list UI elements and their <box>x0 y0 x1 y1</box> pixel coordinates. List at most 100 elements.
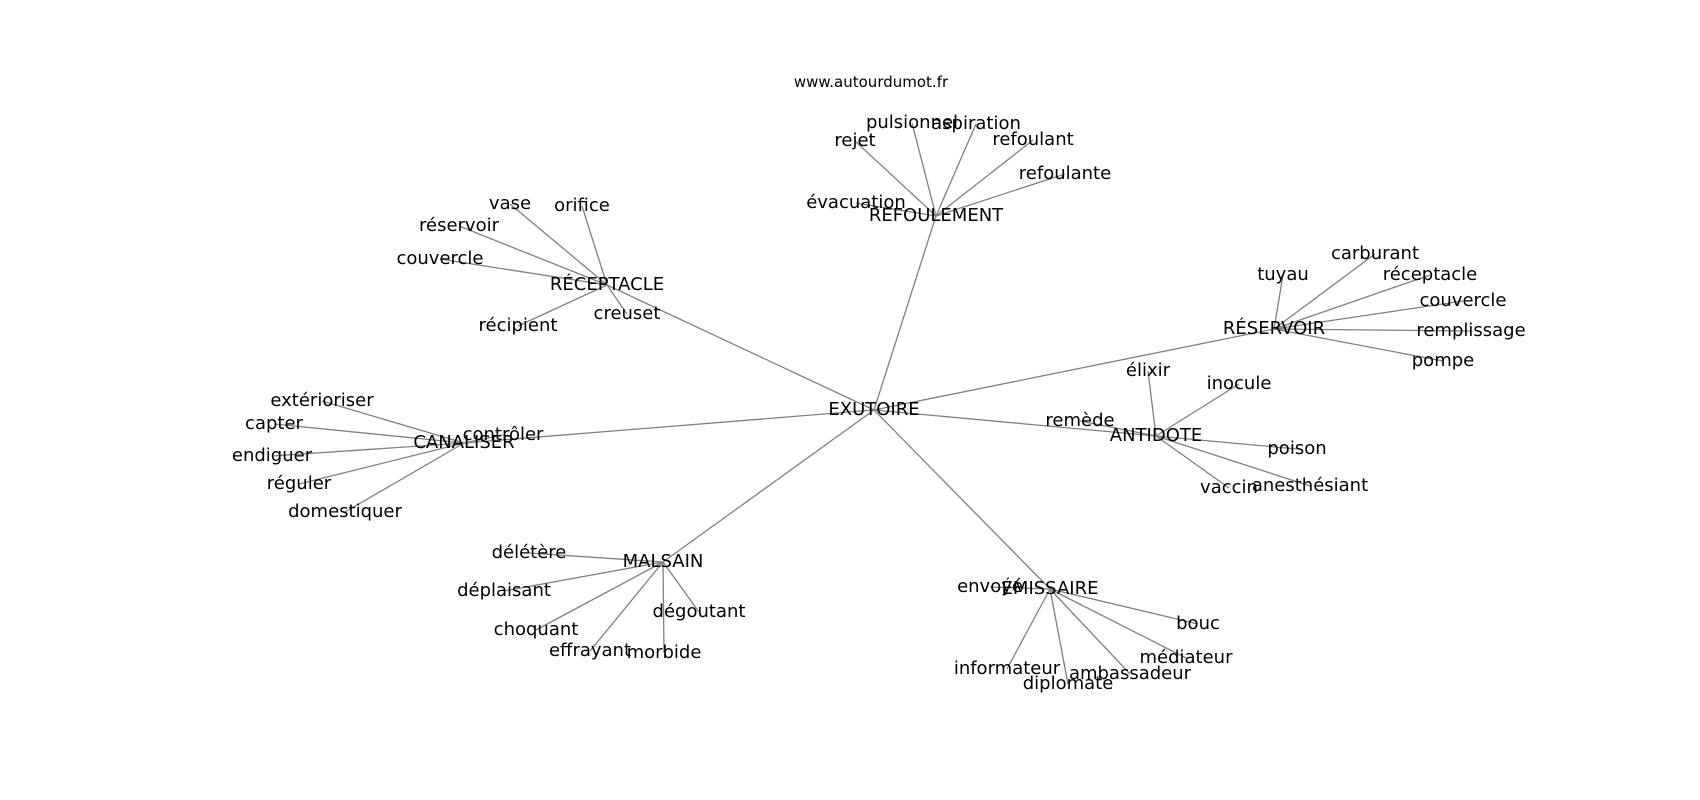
edge-3-4 <box>1155 435 1311 487</box>
leaf-node[interactable]: aspiration <box>931 113 1021 134</box>
edge-4-5 <box>344 442 465 513</box>
leaf-node[interactable]: ambassadeur <box>1069 663 1192 684</box>
edge-2-5 <box>1273 328 1444 362</box>
leaf-node[interactable]: inocule <box>1207 373 1272 394</box>
edge-4-4 <box>298 442 465 485</box>
hub-node[interactable]: MALSAIN <box>623 551 704 572</box>
edge-5-5 <box>662 561 700 613</box>
edge-1-4 <box>517 284 608 327</box>
edge-2-2 <box>1273 274 1431 330</box>
edge-6-0 <box>989 586 1051 590</box>
edge-0-1 <box>911 122 937 217</box>
edge-center-2 <box>873 328 1275 411</box>
edge-6-2 <box>1049 588 1187 659</box>
edge-5-3 <box>589 561 664 652</box>
edge-0-0 <box>854 140 937 217</box>
edge-2-0 <box>1273 274 1284 330</box>
leaf-node[interactable]: capter <box>245 413 303 434</box>
leaf-node[interactable]: poison <box>1267 438 1326 459</box>
edge-1-3 <box>439 258 608 286</box>
graph-edges <box>271 122 1472 685</box>
site-url: www.autourdumot.fr <box>794 73 949 91</box>
leaf-node[interactable]: informateur <box>954 658 1061 679</box>
leaf-node[interactable]: effrayant <box>549 640 631 661</box>
leaf-node[interactable]: choquant <box>494 619 579 640</box>
leaf-node[interactable]: orifice <box>554 195 610 216</box>
leaf-node[interactable]: pompe <box>1412 350 1474 371</box>
edge-6-1 <box>1049 588 1199 625</box>
edge-1-1 <box>581 205 608 286</box>
edge-6-5 <box>1006 588 1051 670</box>
leaf-node[interactable]: morbide <box>627 642 702 663</box>
leaf-node[interactable]: couvercle <box>1419 290 1506 311</box>
leaf-node[interactable]: creuset <box>594 303 661 324</box>
edge-5-0 <box>528 552 664 563</box>
hub-node[interactable]: REFOULEMENT <box>869 205 1004 226</box>
leaf-node[interactable]: envoyé <box>957 576 1023 597</box>
leaf-node[interactable]: tuyau <box>1257 264 1309 285</box>
edge-3-1 <box>1155 383 1240 437</box>
leaf-node[interactable]: pulsionnel <box>866 112 958 133</box>
edge-3-2 <box>1079 420 1157 437</box>
leaf-node[interactable]: domestiquer <box>288 501 402 522</box>
edge-center-5 <box>662 409 875 563</box>
edge-center-6 <box>873 409 1051 590</box>
leaf-node[interactable]: déplaisant <box>457 580 551 601</box>
leaf-node[interactable]: délétère <box>492 542 567 563</box>
edge-center-4 <box>463 409 875 444</box>
hub-node[interactable]: RÉSERVOIR <box>1223 317 1325 339</box>
hub-node[interactable]: CANALISER <box>413 432 514 453</box>
leaf-node[interactable]: élixir <box>1126 360 1171 381</box>
edge-1-5 <box>606 284 628 315</box>
edge-center-3 <box>873 409 1157 437</box>
leaf-node[interactable]: diplomate <box>1023 673 1114 694</box>
edge-1-0 <box>509 203 608 286</box>
leaf-node[interactable]: endiguer <box>232 445 313 466</box>
edge-0-3 <box>935 139 1034 217</box>
leaf-node[interactable]: anesthésiant <box>1252 475 1368 496</box>
hub-node[interactable]: RÉCEPTACLE <box>550 273 664 295</box>
hub-node[interactable]: ANTIDOTE <box>1110 425 1202 446</box>
leaf-node[interactable]: couvercle <box>396 248 483 269</box>
leaf-node[interactable]: médiateur <box>1139 647 1233 668</box>
leaf-node[interactable]: récipient <box>479 315 558 336</box>
leaf-node[interactable]: réguler <box>267 473 332 494</box>
leaf-node[interactable]: rejet <box>834 130 875 151</box>
leaf-node[interactable]: remède <box>1045 410 1114 431</box>
leaf-node[interactable]: réservoir <box>419 215 500 236</box>
edge-0-4 <box>935 173 1066 217</box>
leaf-node[interactable]: bouc <box>1176 613 1220 634</box>
edge-3-3 <box>1155 435 1298 450</box>
edge-4-0 <box>321 400 465 444</box>
edge-6-4 <box>1049 588 1069 685</box>
leaf-node[interactable]: vaccin <box>1200 477 1258 498</box>
graph-labels: EXUTOIRE REFOULEMENT rejetpulsionnelaspira… <box>232 112 1526 694</box>
leaf-node[interactable]: extérioriser <box>270 390 374 411</box>
leaf-node[interactable]: dégoutant <box>653 601 746 622</box>
edge-5-4 <box>662 561 665 654</box>
edge-3-5 <box>1155 435 1230 489</box>
edge-center-1 <box>606 284 875 411</box>
leaf-node[interactable]: refoulante <box>1019 163 1111 184</box>
edge-2-1 <box>1273 253 1376 330</box>
leaf-node[interactable]: refoulant <box>992 129 1073 150</box>
edge-1-2 <box>458 225 608 286</box>
edge-4-1 <box>273 423 465 444</box>
edge-0-2 <box>935 123 977 217</box>
edge-4-2 <box>463 434 504 444</box>
edge-2-4 <box>1273 328 1472 332</box>
edge-4-3 <box>271 442 465 457</box>
leaf-node[interactable]: remplissage <box>1416 320 1525 341</box>
edge-5-2 <box>535 561 664 631</box>
leaf-node[interactable]: contrôler <box>463 424 544 445</box>
hub-node[interactable]: ÉMISSAIRE <box>1002 577 1099 599</box>
center-node[interactable]: EXUTOIRE <box>828 399 919 420</box>
leaf-node[interactable]: carburant <box>1331 243 1419 264</box>
leaf-node[interactable]: réceptacle <box>1383 264 1478 285</box>
leaf-node[interactable]: évacuation <box>806 192 906 213</box>
edge-3-0 <box>1147 370 1157 437</box>
edge-2-3 <box>1273 300 1464 330</box>
leaf-node[interactable]: vase <box>489 193 531 214</box>
edge-0-5 <box>855 202 937 217</box>
